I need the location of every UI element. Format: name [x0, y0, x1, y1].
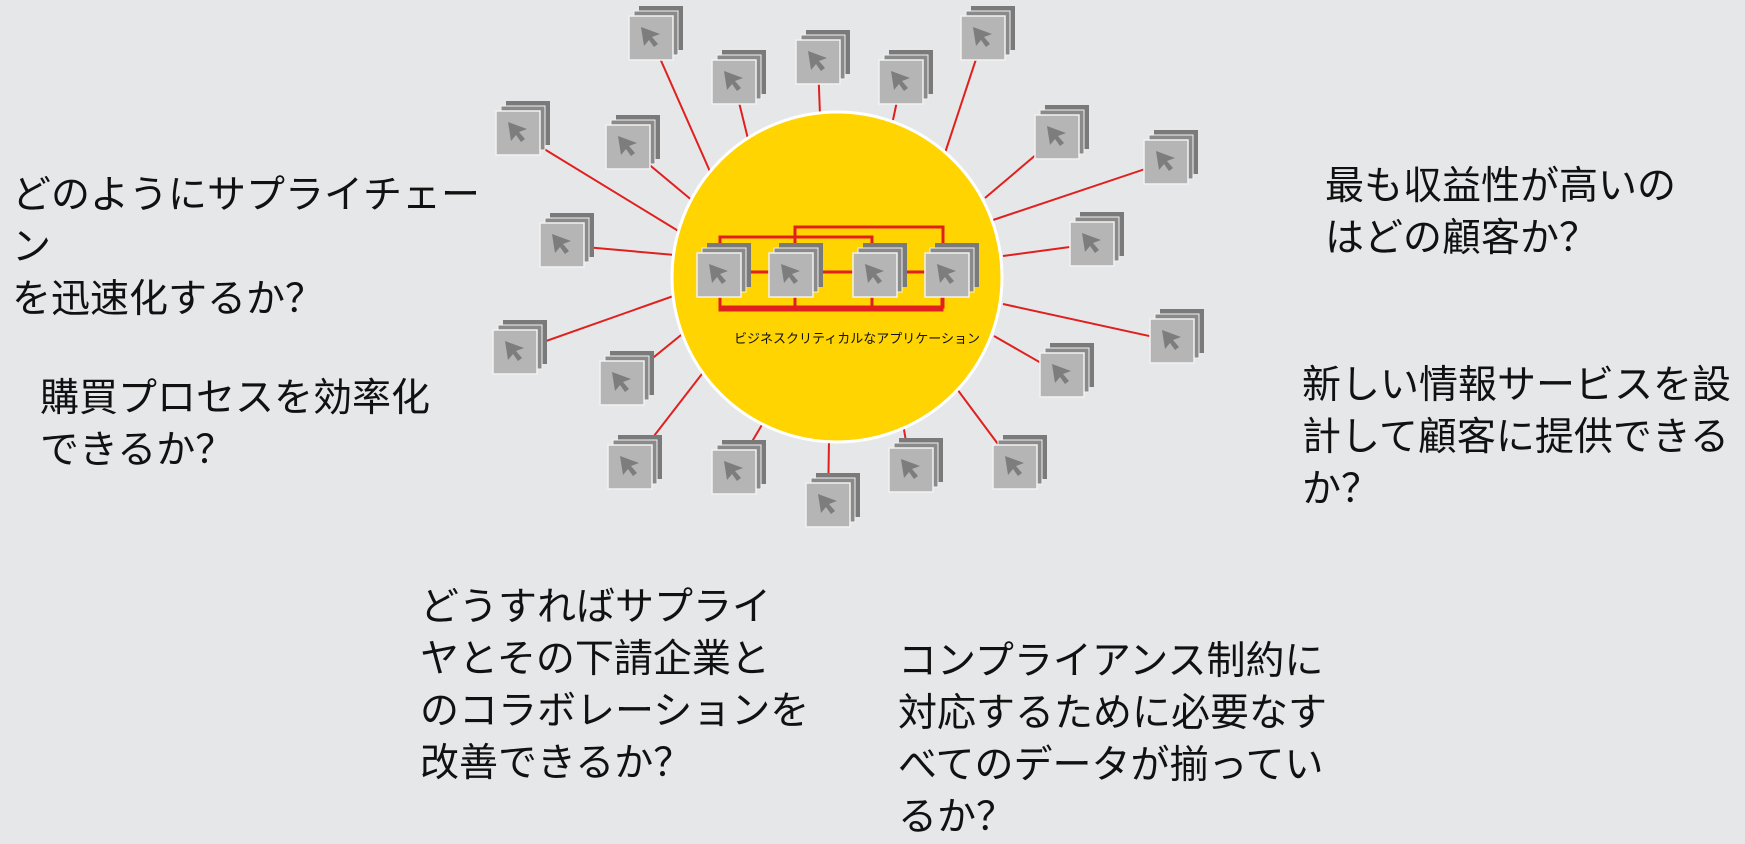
- cursor-icon: [508, 122, 527, 142]
- app-tile-18: [805, 473, 860, 528]
- cursor-icon: [808, 51, 827, 71]
- connector-line-13: [1002, 303, 1173, 342]
- cursor-icon: [1052, 364, 1071, 384]
- app-tile-19: [888, 438, 943, 493]
- center-label: ビジネスクリティカルなアプリケーション: [734, 332, 980, 347]
- app-tile-3: [795, 30, 850, 85]
- core-app-tile-4: [924, 243, 979, 298]
- cursor-icon: [620, 456, 639, 476]
- cursor-icon: [641, 27, 660, 47]
- cursor-icon: [1005, 456, 1024, 476]
- app-tile-12: [492, 320, 547, 375]
- app-tile-5: [960, 6, 1015, 61]
- cursor-icon: [781, 264, 800, 284]
- cursor-icon: [552, 234, 571, 254]
- app-tile-10: [539, 213, 594, 268]
- cursor-icon: [724, 461, 743, 481]
- app-tile-14: [599, 351, 654, 406]
- question-supply-chain: どのようにサプライチェーン を迅速化するか？: [12, 173, 481, 322]
- question-compliance-data: コンプライアンス制約に 対応するために必要なす べてのデータが揃ってい るか？: [898, 639, 1328, 840]
- cursor-icon: [709, 264, 728, 284]
- app-tile-11: [1069, 212, 1124, 267]
- app-tile-20: [992, 435, 1047, 490]
- app-tile-1: [628, 6, 683, 61]
- cursor-icon: [891, 71, 910, 91]
- cursor-icon: [937, 264, 956, 284]
- core-app-tile-1: [696, 243, 751, 298]
- app-tile-15: [1039, 343, 1094, 398]
- connector-line-1: [650, 37, 713, 177]
- cursor-icon: [1047, 126, 1066, 146]
- app-tile-8: [1034, 105, 1089, 160]
- cursor-icon: [1162, 330, 1181, 350]
- app-tile-17: [711, 440, 766, 495]
- app-tile-4: [878, 50, 933, 105]
- connector-line-9: [992, 161, 1167, 221]
- business-critical-hub: [670, 110, 1004, 444]
- cursor-icon: [612, 372, 631, 392]
- question-info-services: 新しい情報サービスを設 計して顧客に提供できる か？: [1302, 363, 1732, 512]
- core-app-tile-2: [768, 243, 823, 298]
- app-tile-7: [605, 115, 660, 170]
- cursor-icon: [618, 136, 637, 156]
- cursor-icon: [1082, 233, 1101, 253]
- cursor-icon: [973, 27, 992, 47]
- cursor-icon: [901, 459, 920, 479]
- core-app-tile-3: [852, 243, 907, 298]
- cursor-icon: [505, 341, 524, 361]
- cursor-icon: [1156, 151, 1175, 171]
- app-tile-6: [495, 101, 550, 156]
- cursor-icon: [818, 494, 837, 514]
- app-tile-13: [1149, 309, 1204, 364]
- app-tile-9: [1143, 130, 1198, 185]
- question-purchasing: 購買プロセスを効率化 できるか？: [40, 376, 431, 473]
- app-tile-16: [607, 435, 662, 490]
- question-supplier-collaboration: どうすればサプライ ヤとその下請企業と のコラボレーションを 改善できるか？: [420, 585, 810, 786]
- app-tile-2: [711, 50, 766, 105]
- cursor-icon: [724, 71, 743, 91]
- cursor-icon: [865, 264, 884, 284]
- question-profitable-customers: 最も収益性が高いの はどの顧客か？: [1325, 164, 1677, 261]
- app-tiles: [492, 6, 1204, 528]
